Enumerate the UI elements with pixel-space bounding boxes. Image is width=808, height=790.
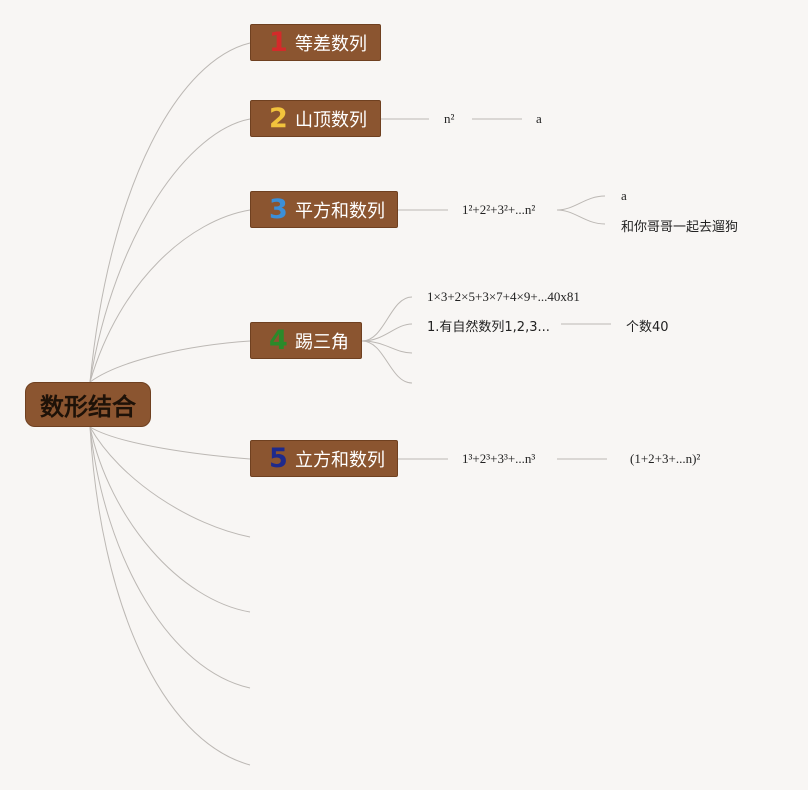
leaf-t4-b[interactable]: 1.有自然数列1,2,3...	[427, 320, 550, 335]
topic-number-1: 1	[269, 27, 288, 58]
connector-root-empty-1	[89, 426, 251, 538]
topic-number-2: 2	[269, 103, 288, 134]
topic-node-2[interactable]: 2 山顶数列	[250, 100, 381, 137]
connector-root-empty-4	[89, 426, 251, 766]
connector-t4-empty-2	[361, 340, 413, 384]
topic-label-3: 平方和数列	[295, 200, 385, 222]
root-label: 数形结合	[40, 393, 136, 421]
connector-root-topic5	[89, 426, 251, 460]
connector-root-empty-2	[89, 426, 251, 613]
connector-root-topic4	[89, 340, 251, 383]
topic-node-5[interactable]: 5 立方和数列	[250, 440, 398, 477]
connector-t4-a	[361, 296, 413, 342]
connector-root-topic1	[89, 42, 251, 383]
connector-root-topic3	[89, 209, 251, 383]
topic-number-5: 5	[269, 443, 288, 474]
leaf-t2-b[interactable]: a	[536, 111, 542, 126]
topic-label-4: 踢三角	[295, 331, 349, 353]
leaf-t3-a[interactable]: 1²+2²+3²+...n²	[462, 202, 536, 217]
leaf-t2-a[interactable]: n²	[444, 111, 455, 126]
leaf-t3-b[interactable]: a	[621, 188, 627, 203]
leaf-t4-c[interactable]: 个数40	[626, 320, 669, 335]
connector-t3-c	[556, 209, 606, 225]
connector-root-topic2	[89, 118, 251, 383]
root-node[interactable]: 数形结合	[25, 382, 151, 427]
topic-label-2: 山顶数列	[295, 109, 367, 131]
topic-number-4: 4	[269, 325, 288, 356]
leaf-t3-c[interactable]: 和你哥哥一起去遛狗	[621, 220, 739, 235]
leaf-t5-a[interactable]: 1³+2³+3³+...n³	[462, 451, 536, 466]
leaf-t4-a[interactable]: 1×3+2×5+3×7+4×9+...40x81	[427, 289, 580, 304]
leaf-t5-b[interactable]: (1+2+3+...n)²	[630, 451, 701, 466]
connector-t4-b	[361, 323, 413, 342]
connector-t3-b	[556, 195, 606, 211]
connector-root-empty-3	[89, 426, 251, 689]
topic-node-3[interactable]: 3 平方和数列	[250, 191, 398, 228]
topic-node-1[interactable]: 1 等差数列	[250, 24, 381, 61]
topic-node-4[interactable]: 4 踢三角	[250, 322, 362, 359]
topic-label-5: 立方和数列	[295, 449, 385, 471]
topic-label-1: 等差数列	[295, 33, 367, 55]
topic-number-3: 3	[269, 194, 288, 225]
